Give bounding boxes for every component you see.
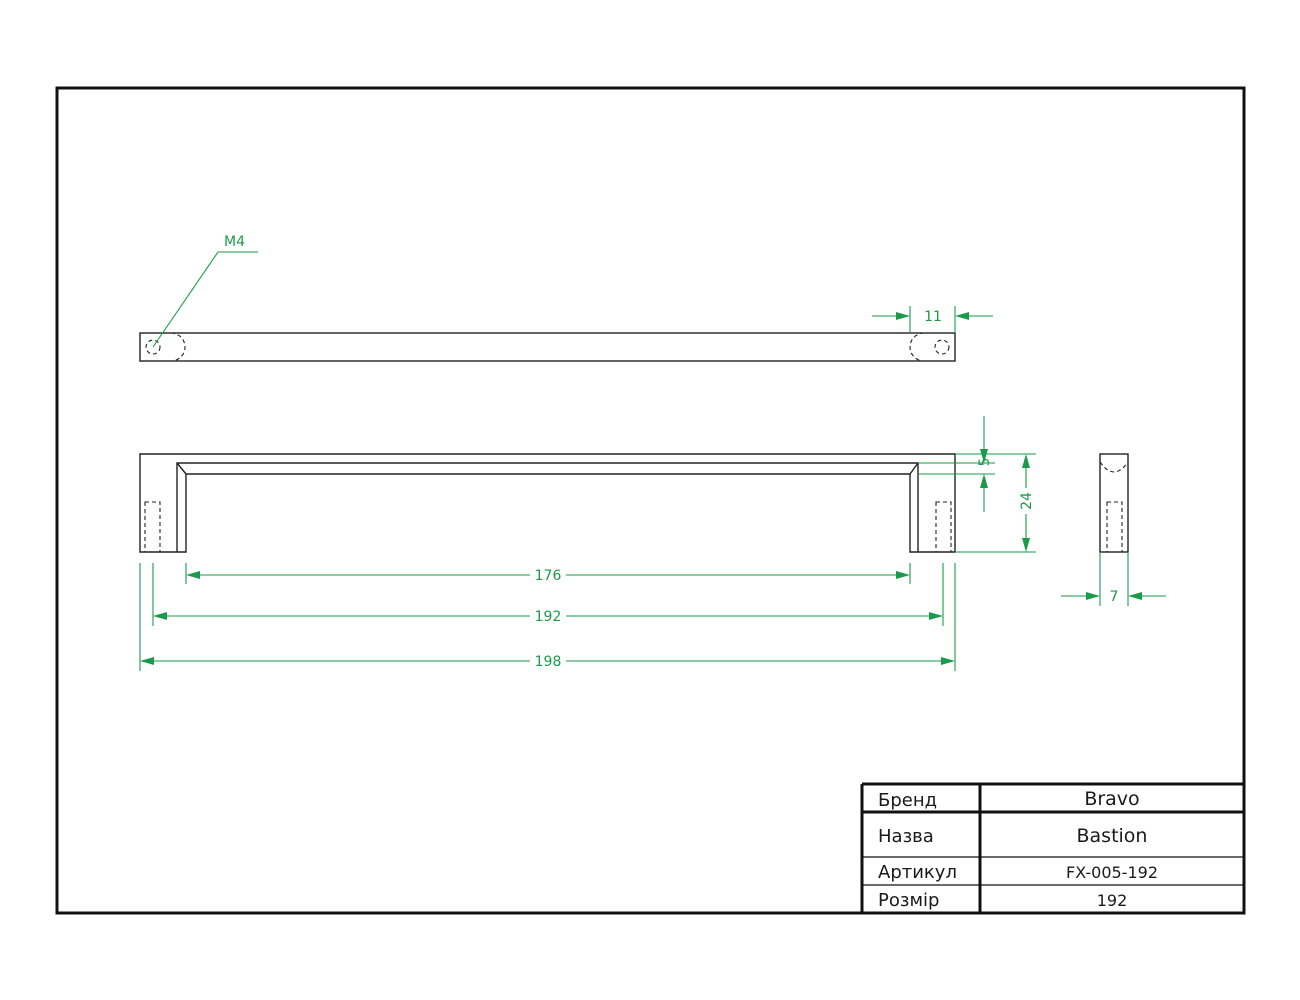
bevel-right: [909, 462, 919, 475]
arrow: [929, 612, 943, 620]
size-label: Розмір: [878, 890, 939, 911]
inner-length-label: 176: [535, 568, 562, 584]
arrow: [140, 657, 154, 665]
brand-value: Bravo: [1084, 788, 1139, 810]
article-label: Артикул: [878, 862, 957, 883]
height-dimension: 24: [955, 453, 1036, 553]
side-view-outline: [1099, 453, 1129, 553]
arrow: [153, 612, 167, 620]
arrow: [941, 657, 955, 665]
top-view-outline: [139, 332, 956, 362]
arrow: [980, 474, 988, 488]
name-value: Bastion: [1077, 825, 1148, 847]
depth-dimension: 7: [1061, 552, 1166, 606]
name-label: Назва: [878, 826, 934, 847]
article-value: FX-005-192: [1066, 863, 1158, 882]
left-hole-arc: [170, 332, 186, 362]
top-view: [139, 332, 956, 362]
side-hidden-thread: [1106, 501, 1123, 553]
center-distance-dimension: 192: [153, 609, 943, 625]
arrow: [955, 312, 969, 320]
depth-label: 7: [1110, 589, 1119, 605]
right-hidden-thread: [935, 501, 952, 553]
overall-length-label: 198: [535, 654, 562, 670]
bevel-left: [176, 462, 187, 475]
front-view: [139, 453, 956, 553]
right-hole-arc: [909, 332, 925, 362]
center-distance-label: 192: [535, 609, 562, 625]
left-thread-hole: [145, 339, 161, 355]
height-label: 24: [1019, 492, 1035, 510]
title-block: Бренд Bravo Назва Bastion Артикул FX-005…: [860, 782, 1244, 913]
brand-label: Бренд: [878, 790, 937, 811]
arrow: [980, 449, 988, 463]
top-thickness-dimension: 5: [918, 416, 995, 512]
size-value: 192: [1097, 891, 1128, 910]
right-thread-hole: [934, 339, 950, 355]
drawing-frame: [55, 86, 1246, 915]
handle-outline: [139, 453, 956, 553]
side-view: [1099, 453, 1129, 553]
arrow: [1086, 592, 1100, 600]
arrow: [1128, 592, 1142, 600]
thread-label: M4: [224, 234, 245, 250]
overall-length-dimension: 198: [140, 654, 955, 670]
left-hidden-thread: [144, 501, 161, 553]
hole-offset-label: 11: [924, 309, 942, 325]
arrow: [1022, 454, 1030, 468]
arrow: [896, 312, 910, 320]
handle-inner-edge: [176, 462, 919, 552]
arrow: [896, 571, 910, 579]
arrow: [186, 571, 200, 579]
thread-leader: M4: [152, 234, 258, 348]
inner-length-dimension: 176: [186, 568, 910, 584]
side-view-hole-arc: [1099, 461, 1129, 473]
leader-line: [152, 251, 219, 348]
top-thickness-label: 5: [977, 458, 993, 467]
hole-offset-dimension: 11: [872, 306, 993, 333]
length-extension-lines: [139, 563, 956, 671]
arrow: [1022, 538, 1030, 552]
